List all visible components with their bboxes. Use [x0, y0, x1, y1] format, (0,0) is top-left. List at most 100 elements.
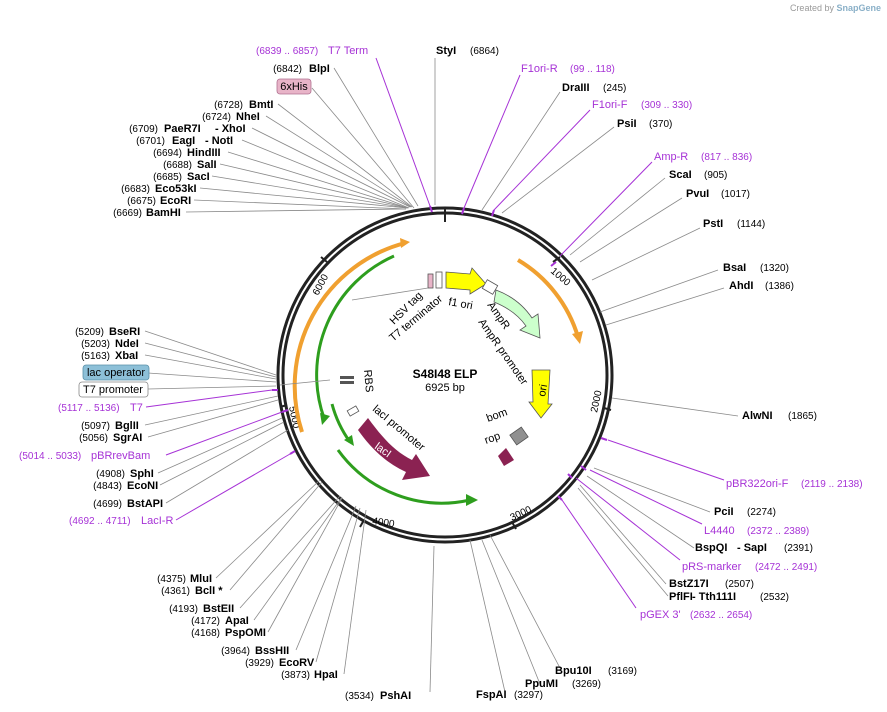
primer-pgex3-range: (2632 .. 2654) [690, 610, 752, 621]
enzyme-eco53ki: Eco53kI [155, 183, 197, 195]
enzyme-bsshii: BssHII [255, 645, 289, 657]
leader-lines [144, 58, 739, 693]
enzyme-bpu10i: Bpu10I [555, 665, 592, 677]
enzyme-bcli-pos: (4361) [161, 586, 190, 597]
enzyme-bseri-pos: (5209) [75, 327, 104, 338]
enzyme-bstapi-pos: (4699) [93, 499, 122, 510]
primer-l4440: L4440 [704, 525, 735, 537]
label-f1-ori: f1 ori [447, 296, 473, 312]
enzyme-psti-pos: (1144) [737, 219, 765, 230]
enzyme-mlui-pos: (4375) [157, 574, 186, 585]
primer-f1ori-r-range: (99 .. 118) [570, 64, 615, 75]
enzyme-saci-pos: (6685) [153, 172, 182, 183]
enzyme-alwni: AlwNI [742, 410, 773, 422]
enzyme-bpu10i-pos: (3169) [608, 666, 637, 677]
enzyme-bspqi: BspQI [695, 542, 727, 554]
primer-l4440-range: (2372 .. 2389) [747, 526, 809, 537]
enzyme-bamhi-pos: (6669) [113, 208, 142, 219]
enzyme-pflfi: PflFI [669, 591, 693, 603]
enzyme-pcii: PciI [714, 506, 734, 518]
enzyme-draiii-pos: (245) [603, 83, 626, 94]
enzyme-pshai-pos: (3534) [345, 691, 374, 702]
enzyme-eagi: EagI [172, 135, 195, 147]
label-ori: ori [536, 383, 550, 397]
enzyme-bglii: BglII [115, 420, 139, 432]
enzyme-bseri: BseRI [109, 326, 140, 338]
box-t7-promoter [78, 381, 149, 398]
enzyme-saci: SacI [187, 171, 210, 183]
enzyme-draiii: DraIII [562, 82, 590, 94]
enzyme-apai-pos: (4172) [191, 616, 220, 627]
enzyme-alwni-pos: (1865) [788, 411, 817, 422]
primer-pbr322ori-f: pBR322ori-F [726, 478, 789, 490]
enzyme-xhoi: - XhoI [215, 123, 246, 135]
primer-pbrrevbam: pBRrevBam [91, 450, 150, 462]
primer-f1ori-f-range: (309 .. 330) [641, 100, 692, 111]
primer-marks [272, 205, 608, 501]
enzyme-scai-pos: (905) [704, 170, 727, 181]
green-arc-laci-head [344, 435, 354, 446]
enzyme-bsteii: BstEII [203, 603, 234, 615]
enzyme-ppumi-pos: (3269) [572, 679, 601, 690]
orange-arc-left [292, 241, 406, 433]
enzyme-ndei: NdeI [115, 338, 139, 350]
enzyme-scai: ScaI [669, 169, 692, 181]
enzyme-ecorv-pos: (3929) [245, 658, 274, 669]
small-feature-1 [435, 271, 443, 289]
enzyme-ppumi: PpuMI [525, 678, 558, 690]
enzyme-tth111i: - Tth111I [692, 591, 736, 603]
box-6xhis [276, 78, 312, 95]
enzyme-blpi-pos: (6842) [273, 64, 302, 75]
enzyme-styi-pos: (6864) [470, 46, 499, 57]
enzyme-ahdi: AhdI [729, 280, 753, 292]
enzyme-bmti-pos: (6728) [214, 100, 243, 111]
label-rbs: RBS [361, 369, 375, 393]
primer-amp-r: Amp-R [654, 151, 688, 163]
primer-laci-r-range: (4692 .. 4711) [69, 516, 131, 527]
snapgene-logo: SnapGene [836, 3, 881, 13]
small-feature-2 [427, 273, 434, 289]
box-6xhis-label: 6xHis [280, 81, 308, 93]
enzyme-paer7i-pos: (6709) [129, 124, 158, 135]
tick-4000: 4000 [372, 516, 396, 530]
enzyme-hpai-pos: (3873) [281, 670, 310, 681]
enzyme-bstapi: BstAPI [127, 498, 163, 510]
orange-arc-right [516, 258, 580, 338]
enzyme-econi-pos: (4843) [93, 481, 122, 492]
plasmid-length: 6925 bp [425, 382, 465, 394]
primer-t7: T7 [130, 402, 143, 414]
enzyme-ecori: EcoRI [160, 195, 191, 207]
enzyme-pvui-pos: (1017) [721, 189, 750, 200]
primer-leaders [145, 57, 725, 609]
green-arc-laci [330, 403, 352, 443]
laci-promoter-box [346, 405, 360, 417]
enzyme-psii: PsiI [617, 118, 637, 130]
label-bom: bom [485, 406, 509, 425]
ampr-arrow [493, 289, 541, 339]
primer-pgex3: pGEX 3' [640, 609, 681, 621]
enzyme-ndei-pos: (5203) [81, 339, 110, 350]
enzyme-hindiii: HindIII [187, 147, 221, 159]
primer-t7term-range: (6839 .. 6857) [256, 46, 318, 57]
lac-op-box [340, 381, 354, 384]
enzyme-mlui: MluI [190, 573, 212, 585]
enzyme-sgrai-pos: (5056) [79, 433, 108, 444]
enzyme-bstz17i-pos: (2507) [725, 579, 754, 590]
green-arc-left-head [320, 413, 330, 425]
enzyme-eco53ki-pos: (6683) [121, 184, 150, 195]
laci-arrow [358, 418, 430, 480]
green-arc-left [315, 254, 395, 419]
tick-3000: 3000 [509, 504, 534, 524]
enzyme-eagi-pos: (6701) [136, 136, 165, 147]
snapgene-credit: Created by SnapGene [790, 3, 881, 13]
enzyme-sali: SalI [197, 159, 217, 171]
enzyme-hindiii-pos: (6694) [153, 148, 182, 159]
box-t7-promoter-label: T7 promoter [83, 384, 143, 396]
primer-pbr322ori-f-range: (2119 .. 2138) [801, 479, 863, 490]
label-rop: rop [483, 430, 502, 447]
enzyme-sapi: - SapI [737, 542, 767, 554]
enzyme-sphi-pos: (4908) [96, 469, 125, 480]
primer-f1ori-f: F1ori-F [592, 99, 628, 111]
enzyme-bglii-pos: (5097) [81, 421, 110, 432]
enzyme-sali-pos: (6688) [163, 160, 192, 171]
